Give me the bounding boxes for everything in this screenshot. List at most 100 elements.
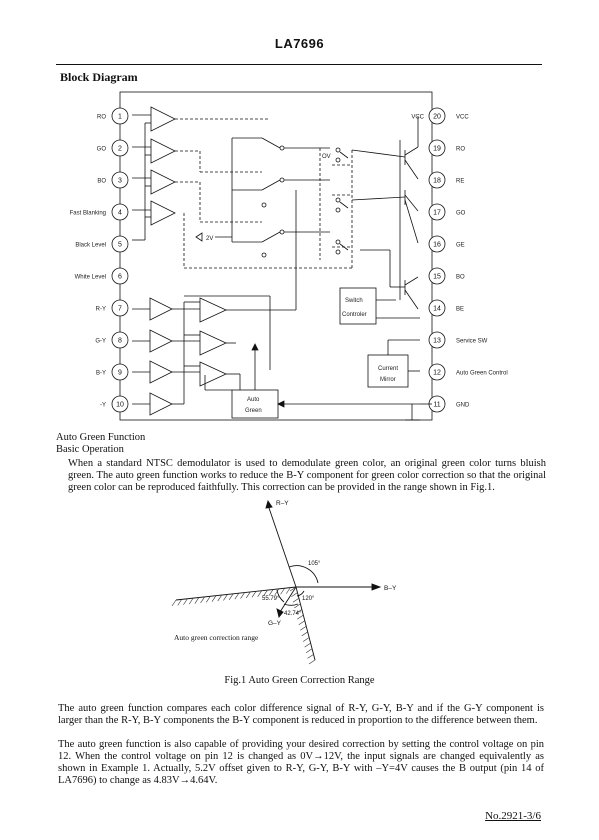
left-pin-4 [111, 203, 129, 221]
hatch-mark [268, 589, 274, 596]
right-pin-number: 14 [433, 306, 441, 313]
hatch-mark [286, 587, 291, 594]
section-heading: Block Diagram [60, 70, 138, 84]
ref-voltage-label: 2V [206, 236, 213, 242]
right-pin-15 [428, 267, 446, 285]
hatch-mark [292, 597, 300, 603]
left-pin-10 [111, 395, 129, 413]
angle-120-label: 120° [302, 596, 315, 602]
left-pin-label: B-Y [96, 371, 106, 377]
left-pin-5 [111, 235, 129, 253]
right-pin-number: 17 [433, 210, 441, 217]
hatch-mark [240, 592, 245, 599]
hatch-mark [300, 626, 307, 631]
left-pin-label: -Y [100, 403, 106, 409]
right-pin-label: BO [456, 275, 465, 281]
left-pin-number: 8 [118, 338, 122, 345]
hatch-mark [183, 598, 188, 605]
ry-axis [267, 504, 297, 588]
current-mirror-label-1: Current [378, 366, 398, 372]
left-pin-3 [111, 171, 129, 189]
ry-axis-label: R–Y [276, 500, 289, 507]
left-pin-number: 2 [118, 146, 122, 153]
right-pin-label: GE [456, 243, 465, 249]
correction-range-label: Auto green correction range [174, 633, 259, 642]
hatch-mark [194, 597, 200, 604]
ic-outline [119, 91, 433, 421]
right-pin-label: GO [456, 211, 466, 217]
angle-105-label: 105° [308, 561, 321, 567]
right-pin-label: Service SW [456, 339, 488, 345]
left-pin-number: 5 [118, 242, 122, 249]
hatch-mark [263, 589, 268, 597]
left-pin-9 [111, 363, 129, 381]
left-pin-2 [111, 139, 129, 157]
vcc-inner-label: VCC [411, 115, 424, 121]
range-boundary-2 [295, 586, 316, 661]
output-switches [215, 137, 349, 258]
difference-amplifiers [149, 297, 227, 416]
hatch-mark [223, 594, 228, 601]
left-pin-label: Fast Blanking [70, 211, 106, 217]
right-pin-number: 20 [433, 114, 441, 121]
left-pin-label: Black Level [75, 243, 106, 249]
hatch-mark [298, 620, 305, 625]
header-rule [56, 64, 542, 65]
left-pin-number: 4 [118, 210, 122, 217]
hatch-mark [289, 586, 297, 592]
right-pin-12 [428, 363, 446, 381]
auto-green-function-title: Auto Green Function [56, 432, 146, 443]
right-pin-17 [428, 203, 446, 221]
hatch-mark [171, 599, 177, 607]
left-pin-number: 1 [118, 114, 122, 121]
gy-axis-label: G–Y [268, 620, 282, 627]
right-pin-number: 16 [433, 242, 441, 249]
hatch-mark [200, 596, 205, 604]
hatch-mark [305, 648, 313, 654]
right-pin-number: 11 [433, 402, 440, 409]
right-pin-label: VCC [456, 115, 469, 121]
hatch-mark [257, 590, 262, 597]
left-pin-number: 9 [118, 370, 122, 377]
right-pin-label: GND [456, 403, 470, 409]
left-pin-6 [111, 267, 129, 285]
right-pin-number: 13 [433, 338, 441, 345]
hatch-mark [297, 614, 304, 620]
hatch-mark [307, 654, 314, 659]
left-pin-label: G-Y [95, 339, 106, 345]
left-pin-number: 6 [118, 274, 122, 281]
hatch-mark [234, 593, 240, 600]
hatch-mark [206, 596, 211, 603]
left-pin-number: 3 [118, 178, 122, 185]
left-pin-1 [111, 107, 129, 125]
right-pin-number: 12 [433, 370, 441, 377]
left-pin-7 [111, 299, 129, 317]
angle-arc-105 [288, 565, 319, 584]
right-pin-19 [428, 139, 446, 157]
ov-label: OV [322, 154, 331, 160]
left-pin-number: 10 [116, 402, 124, 409]
right-pin-20 [428, 107, 446, 125]
left-pin-label: R-Y [96, 307, 106, 313]
right-pin-18 [428, 171, 446, 189]
right-pin-number: 15 [433, 274, 441, 281]
basic-operation-heading: Basic Operation [56, 444, 124, 455]
right-pin-14 [428, 299, 446, 317]
page-number: No.2921-3/6 [485, 810, 541, 822]
input-amplifiers [150, 106, 176, 226]
left-pin-label: RO [97, 115, 106, 121]
hatch-mark [308, 659, 316, 665]
right-pin-16 [428, 235, 446, 253]
paragraph-2: The auto green function compares each co… [58, 703, 544, 726]
hatch-mark [274, 588, 280, 596]
hatch-mark [291, 586, 297, 594]
current-mirror-label-2: Mirror [380, 377, 396, 383]
hatch-mark [294, 603, 301, 609]
angle-5579-label: 55.79° [262, 596, 280, 602]
switch-controller-label-1: Switch [345, 298, 363, 304]
hatch-mark [228, 593, 234, 600]
hatch-mark [301, 631, 308, 637]
left-pin-label: BO [97, 179, 106, 185]
by-axis-label: B–Y [384, 585, 397, 592]
